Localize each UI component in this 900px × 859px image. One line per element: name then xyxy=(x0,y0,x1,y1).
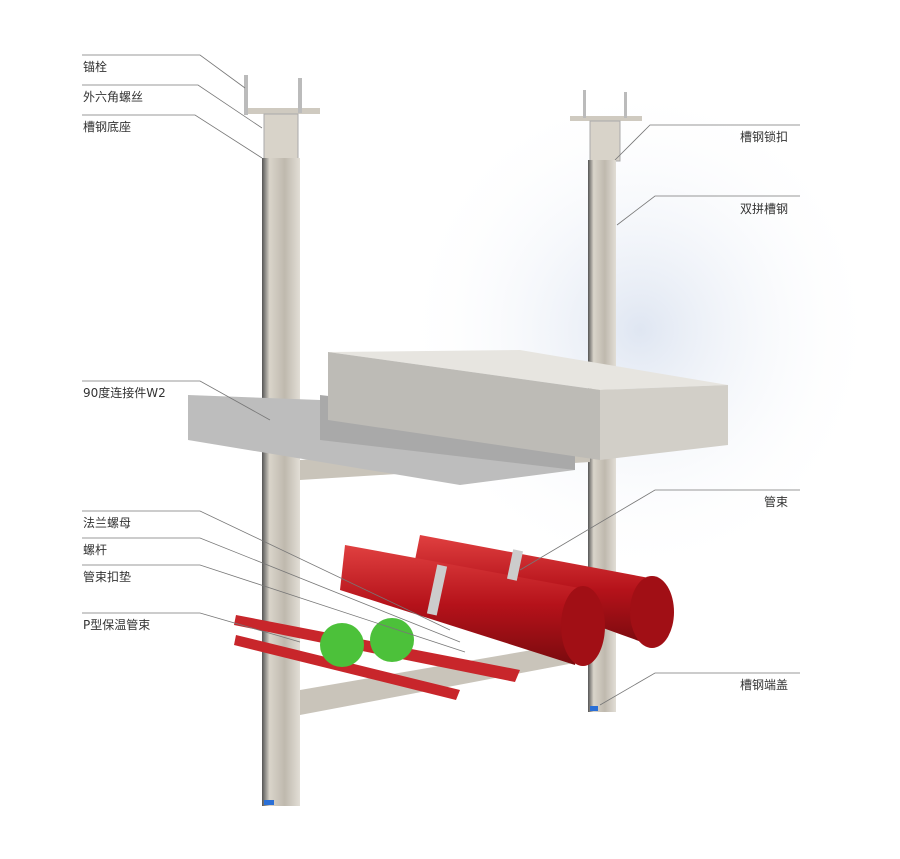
background-haze xyxy=(400,80,880,580)
large-pipes xyxy=(340,535,674,666)
label-clamp-pad: 管束扣垫 xyxy=(83,570,132,584)
label-hex-screw: 外六角螺丝 xyxy=(83,90,144,104)
label-pipe-clamp: 管束 xyxy=(764,495,789,509)
label-anchor-bolt: 锚栓 xyxy=(83,60,108,74)
label-p-clamp: P型保温管束 xyxy=(83,618,151,632)
leader-lines xyxy=(82,54,800,706)
left-column xyxy=(244,75,320,806)
insulation-pads xyxy=(320,618,414,667)
label-connector-90: 90度连接件W2 xyxy=(83,386,166,400)
label-threaded-rod: 螺杆 xyxy=(83,543,108,557)
label-channel-end-cap: 槽钢端盖 xyxy=(740,678,789,692)
label-channel-lock: 槽钢锁扣 xyxy=(740,130,789,144)
label-flange-nut: 法兰螺母 xyxy=(83,516,132,530)
duct-box xyxy=(328,350,728,460)
label-channel-base: 槽钢底座 xyxy=(83,120,132,134)
label-double-channel: 双拼槽钢 xyxy=(740,202,789,216)
